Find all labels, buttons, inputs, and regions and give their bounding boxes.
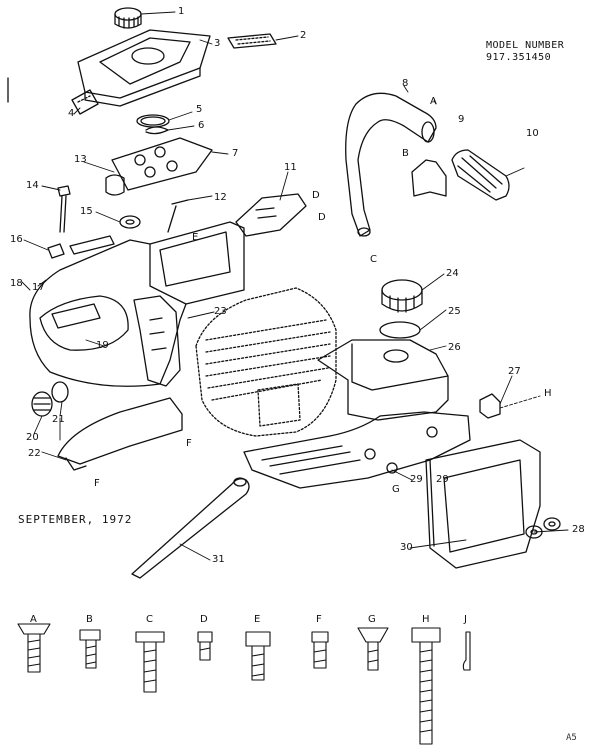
- housing-assembly: [29, 221, 245, 387]
- side-cover-part: [57, 397, 183, 471]
- bar-plate-part: [243, 411, 471, 489]
- callout-22: 22: [28, 448, 41, 459]
- callout-2: 2: [300, 30, 307, 41]
- pin-part: [57, 185, 71, 233]
- callout-21: 21: [52, 414, 65, 425]
- handle-grip-part: [451, 149, 510, 201]
- callout-8: 8: [402, 78, 409, 89]
- callout-30: 30: [400, 542, 413, 553]
- sprocket-nut-part: [479, 393, 501, 419]
- fuel-cap-part: [381, 279, 423, 313]
- mark-f1: F: [186, 438, 192, 449]
- callout-16: 16: [10, 234, 23, 245]
- hardware-label-f: F: [316, 614, 322, 625]
- engine-outline: [195, 287, 337, 437]
- mark-d1: D: [312, 190, 320, 201]
- hardware-label-d: D: [200, 614, 208, 625]
- plug-part: [47, 243, 65, 259]
- mark-e: E: [192, 232, 199, 243]
- callout-10: 10: [526, 128, 539, 139]
- handle-bracket-part: [411, 159, 447, 197]
- callout-28: 28: [572, 524, 585, 535]
- bracket-part: [235, 193, 307, 237]
- hardware-label-c: C: [146, 614, 153, 625]
- front-handle-part: [345, 92, 437, 237]
- hardware-row: [17, 623, 471, 745]
- callout-29b: 29: [436, 474, 449, 485]
- mark-c: C: [370, 254, 377, 265]
- scrench-part: [131, 477, 250, 579]
- mark-h: H: [544, 388, 552, 399]
- callout-11: 11: [284, 162, 297, 173]
- page-id: A5: [566, 733, 577, 743]
- callout-6: 6: [198, 120, 205, 131]
- callout-4: 4: [68, 108, 75, 119]
- clutch-cover-part: [425, 439, 541, 569]
- hardware-label-e: E: [254, 614, 261, 625]
- hardware-label-j: J: [464, 614, 467, 625]
- fuel-tank-part: [317, 339, 449, 421]
- nut-part: [119, 215, 141, 229]
- date-label: SEPTEMBER, 1972: [18, 513, 133, 526]
- decal-part: [227, 33, 277, 49]
- callout-3: 3: [214, 38, 221, 49]
- callout-19: 19: [96, 340, 109, 351]
- decal-small-part: [71, 89, 99, 115]
- callout-24: 24: [446, 268, 459, 279]
- oil-cap-part: [31, 391, 53, 417]
- leader-lines: [21, 11, 569, 561]
- bushing-part: [105, 174, 125, 196]
- callout-23: 23: [214, 306, 227, 317]
- callout-20: 20: [26, 432, 39, 443]
- mark-a: A: [430, 96, 437, 107]
- retaining-clip-part: [145, 126, 169, 135]
- model-number-value: 917.351450: [486, 52, 552, 63]
- model-number-label: MODEL NUMBER: [486, 40, 565, 51]
- callout-14: 14: [26, 180, 39, 191]
- hardware-label-b: B: [86, 614, 93, 625]
- callout-25: 25: [448, 306, 461, 317]
- callout-15: 15: [80, 206, 93, 217]
- mark-g: G: [392, 484, 400, 495]
- air-filter-cover-part: [77, 29, 211, 107]
- fuel-cap-gasket-part: [379, 321, 421, 339]
- hardware-label-h: H: [422, 614, 430, 625]
- callout-17: 17: [32, 282, 45, 293]
- callout-29a: 29: [410, 474, 423, 485]
- mark-b: B: [402, 148, 409, 159]
- callout-9: 9: [458, 114, 465, 125]
- callout-1: 1: [178, 6, 185, 17]
- callout-27: 27: [508, 366, 521, 377]
- mark-d2: D: [318, 212, 326, 223]
- callout-7: 7: [232, 148, 239, 159]
- filter-plate-part: [111, 137, 213, 191]
- hardware-label-g: G: [368, 614, 376, 625]
- callout-18: 18: [10, 278, 23, 289]
- callout-12: 12: [214, 192, 227, 203]
- callout-26: 26: [448, 342, 461, 353]
- mark-f2: F: [94, 478, 100, 489]
- callout-5: 5: [196, 104, 203, 115]
- screw-part: [167, 199, 189, 233]
- air-filter-knob-part: [114, 7, 142, 29]
- gasket-part: [51, 381, 69, 403]
- decal-strip-part: [69, 235, 115, 255]
- hardware-label-a: A: [30, 614, 37, 625]
- callout-31: 31: [212, 554, 225, 565]
- callout-13: 13: [74, 154, 87, 165]
